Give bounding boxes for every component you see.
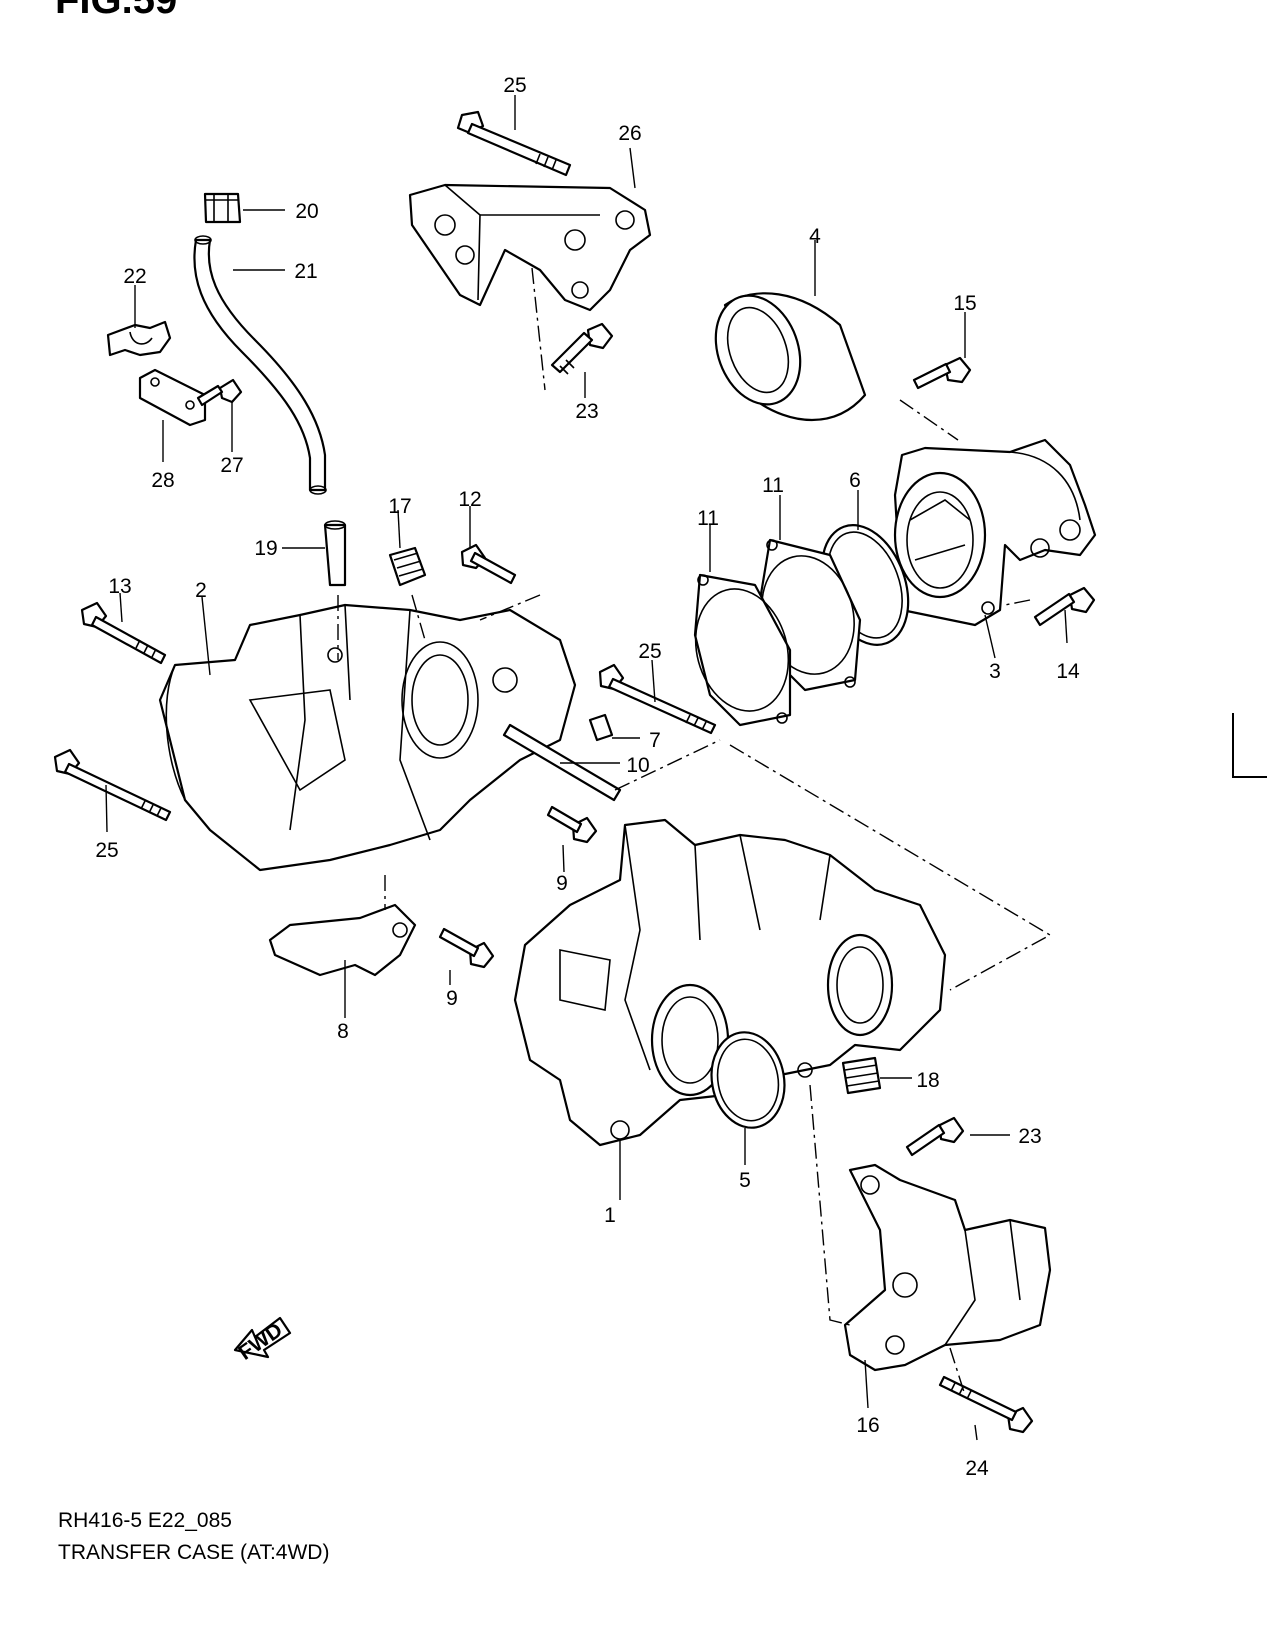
callout-22: 22 [123,265,146,288]
part-11-gasket-front [693,573,792,727]
callout-14: 14 [1056,660,1080,683]
callout-17: 17 [388,495,411,518]
part-13-bolt [80,601,167,665]
callout-6: 6 [849,469,861,492]
callout-7: 7 [649,729,661,752]
part-23-bolt-upper [550,322,614,375]
callout-4: 4 [809,225,821,248]
callout-12: 12 [458,488,481,511]
edge-mark-horizontal [1232,776,1267,778]
part-20-cap [203,192,242,224]
callout-23b: 23 [1018,1125,1041,1148]
callout-28: 28 [151,469,174,492]
leader-lines [105,95,1068,1441]
callout-5: 5 [739,1169,751,1192]
callout-25c: 25 [95,839,118,862]
fwd-arrow-icon: FWD [233,1316,292,1365]
part-9-bolt-lower [438,927,495,969]
callout-1: 1 [604,1204,616,1227]
callout-20: 20 [295,200,318,223]
callout-2: 2 [195,579,207,602]
figure-code: RH416-5 E22_085 [58,1509,232,1532]
part-19-fitting [323,520,347,587]
callout-9a: 9 [556,872,568,895]
callout-19: 19 [254,537,277,560]
callout-24: 24 [965,1457,989,1480]
part-2-case-left [158,603,577,872]
callout-26: 26 [618,122,641,145]
callout-3: 3 [989,660,1001,683]
callout-11a: 11 [762,474,784,497]
callout-18: 18 [916,1069,939,1092]
part-25-bolt-middle [598,663,717,735]
part-3-extension-housing [893,438,1097,627]
part-17-plug [388,546,427,587]
part-4-seal-ring [714,292,867,422]
callout-11b: 11 [697,507,719,530]
callout-23a: 23 [575,400,598,423]
part-7-dowel [588,713,614,742]
callout-27: 27 [220,454,243,477]
part-18-plug [841,1056,882,1095]
callout-9b: 9 [446,987,458,1010]
part-21-hose [193,235,327,495]
callout-13: 13 [108,575,131,598]
part-24-bolt [938,1375,1034,1434]
figure-label: FIG.59 [55,0,178,22]
part-26-bracket [408,183,652,312]
part-12-bolt [460,543,517,585]
part-25-bolt-left [53,748,172,822]
callout-15: 15 [953,292,976,315]
part-1-case-right [513,818,947,1147]
part-5-o-ring [710,1031,786,1129]
callout-25b: 25 [638,640,661,663]
assembly-lines [337,267,1052,1396]
callout-25a: 25 [503,74,526,97]
part-23-bolt-lower [905,1116,965,1157]
part-27-bolt [196,378,243,407]
part-14-bolt [1033,586,1096,627]
part-9-bolt-upper [546,805,598,844]
callout-21: 21 [294,260,317,283]
part-16-bracket [843,1163,1052,1372]
edge-mark-vertical [1232,713,1234,778]
callout-16: 16 [856,1414,879,1437]
callouts: 1 2 3 4 5 6 7 8 9 9 10 11 11 12 13 14 15… [95,74,1080,1480]
figure-title: TRANSFER CASE (AT:4WD) [58,1541,330,1564]
callout-10: 10 [626,754,649,777]
part-8-plate [268,903,417,977]
part-22-clip [106,320,172,357]
part-15-bolt [912,356,972,390]
callout-8: 8 [337,1020,349,1043]
part-28-plate [138,368,207,427]
part-25-bolt-top [456,110,572,177]
